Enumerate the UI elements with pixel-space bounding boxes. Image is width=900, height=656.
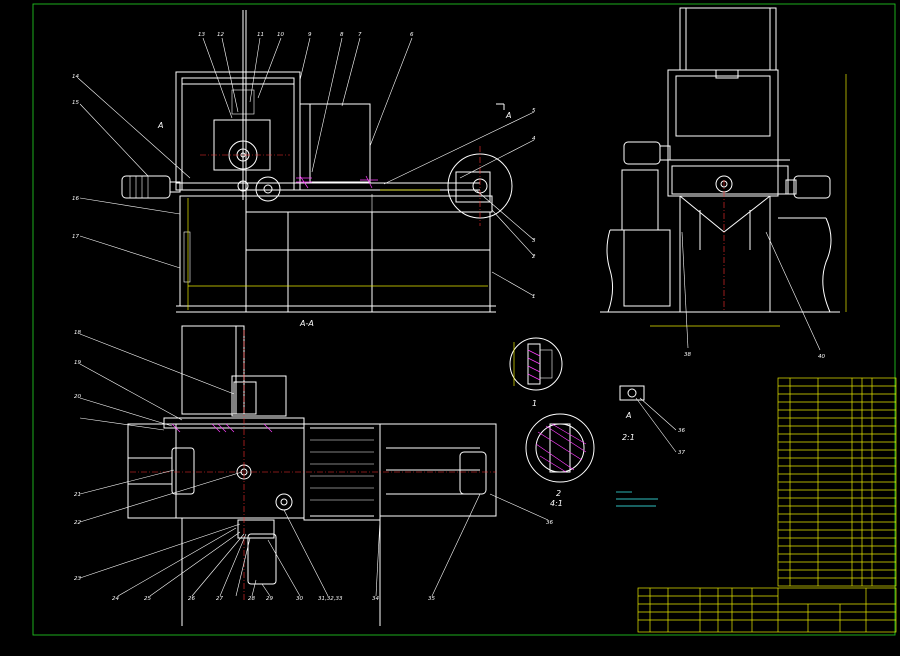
- callout-12: 12: [217, 32, 224, 38]
- callout-3: 3: [532, 238, 536, 244]
- drawing-border: [32, 3, 896, 636]
- detail-2-scale: 4:1: [550, 499, 563, 508]
- callout-29: 29: [266, 596, 273, 602]
- callout-37: 37: [678, 450, 685, 456]
- section-view-a-a: A A A-A 13 12 11: [72, 10, 536, 328]
- callout-8: 8: [340, 32, 344, 38]
- side-view: 38 40: [600, 7, 847, 360]
- callout-15: 15: [72, 100, 79, 106]
- detail-1-label: 1: [532, 399, 537, 408]
- callout-26: 26: [188, 596, 195, 602]
- callout-21: 21: [74, 492, 81, 498]
- callout-16: 16: [72, 196, 79, 202]
- callout-4: 4: [532, 136, 536, 142]
- callout-34: 34: [372, 596, 379, 602]
- callout-17: 17: [72, 234, 79, 240]
- callout-28: 28: [248, 596, 255, 602]
- callout-7: 7: [358, 32, 362, 38]
- callout-13: 13: [198, 32, 205, 38]
- detail-1: 1: [509, 337, 563, 408]
- plan-view: 18 19 20 21 22 23 24 25 26 27 28 29 30 3…: [74, 325, 553, 626]
- callout-30: 30: [296, 596, 303, 602]
- callout-14: 14: [72, 74, 79, 80]
- detail-a-label: A: [625, 411, 631, 420]
- detail-a: A 2:1 36 37: [619, 385, 685, 456]
- section-label-a-a: A-A: [299, 319, 314, 328]
- callout-23: 23: [74, 576, 81, 582]
- title-block: [637, 587, 897, 633]
- callout-9: 9: [308, 32, 312, 38]
- callout-1: 1: [532, 294, 536, 300]
- callout-27: 27: [216, 596, 223, 602]
- callout-25: 25: [144, 596, 151, 602]
- callout-5: 5: [532, 108, 536, 114]
- callout-40: 40: [818, 354, 825, 360]
- callout-36: 36: [678, 428, 685, 434]
- callout-36-plan: 36: [546, 520, 553, 526]
- callout-31-32-33: 31,32,33: [318, 596, 343, 602]
- cut-mark-left: A: [157, 121, 163, 130]
- detail-2: 2 4:1: [525, 413, 595, 508]
- callout-20: 20: [74, 394, 81, 400]
- callout-11: 11: [257, 32, 264, 38]
- detail-a-scale: 2:1: [622, 433, 635, 442]
- callout-2: 2: [532, 254, 536, 260]
- parts-list-table: [777, 377, 897, 587]
- callout-10: 10: [277, 32, 284, 38]
- callout-19: 19: [74, 360, 81, 366]
- callout-22: 22: [74, 520, 81, 526]
- cut-mark-right: A: [505, 111, 511, 120]
- technical-notes: [616, 491, 658, 507]
- callout-38: 38: [684, 352, 691, 358]
- callout-6: 6: [410, 32, 414, 38]
- callout-24: 24: [112, 596, 119, 602]
- callout-18: 18: [74, 330, 81, 336]
- detail-2-label: 2: [556, 489, 561, 498]
- callout-35: 35: [428, 596, 435, 602]
